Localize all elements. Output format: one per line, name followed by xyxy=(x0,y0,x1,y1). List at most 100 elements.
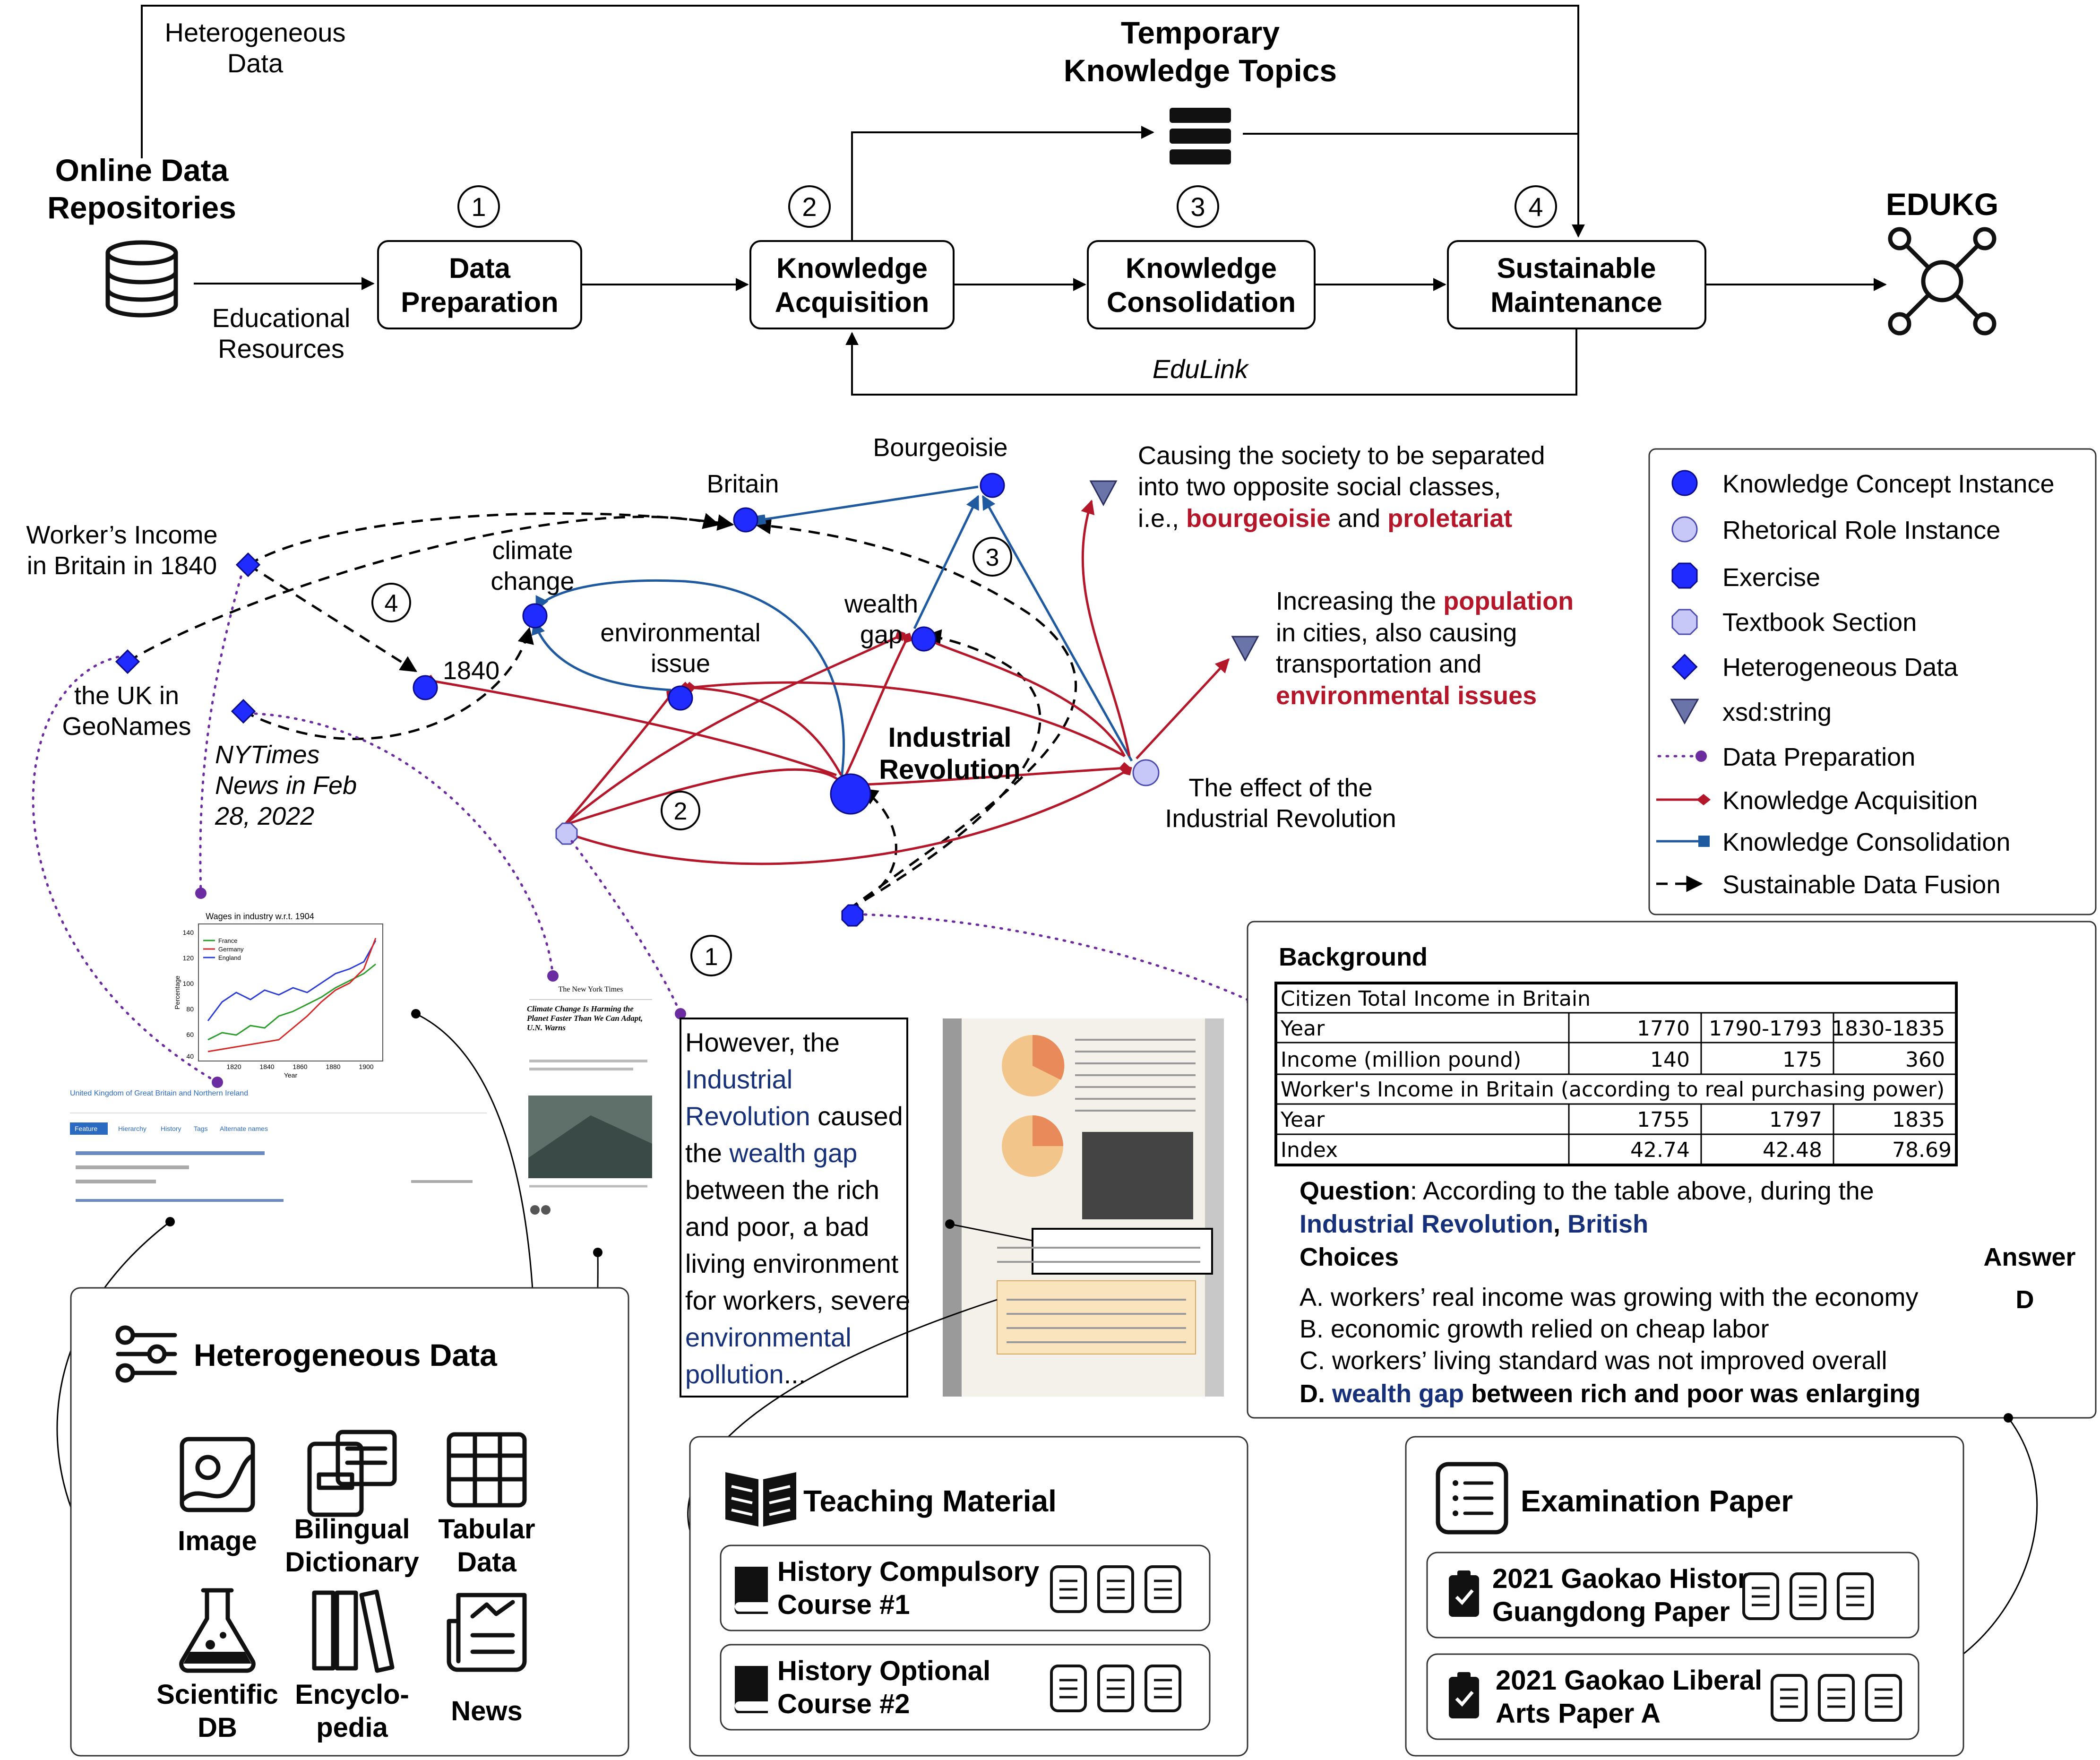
heterogeneous-data-label-1: Heterogeneous xyxy=(165,17,346,47)
source-title-line1: Online Data xyxy=(55,153,229,188)
acquisition-effect-string2 xyxy=(1136,658,1230,759)
node-textbook-section xyxy=(555,822,578,845)
data-preparation-line1: Data xyxy=(449,252,511,284)
excerpt-pointer-dot xyxy=(945,1219,955,1229)
course-item-2-line2: Course #2 xyxy=(777,1689,910,1719)
legend-diamond-icon xyxy=(1671,654,1698,680)
string-1-line1: Causing the society to be separated xyxy=(1138,441,1545,470)
educational-resources-label-1: Educational xyxy=(212,303,351,333)
heterogeneous-data-flow xyxy=(141,5,1585,238)
exam-item-2-line2: Arts Paper A xyxy=(1496,1698,1661,1729)
knowledge-graph: 4 2 3 Britain Bourgeoisie climate change… xyxy=(26,433,1574,927)
book-highlight-box xyxy=(1032,1228,1213,1275)
source-title-line2: Repositories xyxy=(47,190,236,225)
node-exercise xyxy=(841,904,864,927)
node-1840 xyxy=(413,675,438,700)
chart-thumbnail: Wages in industry w.r.t. 1904 140 120 10… xyxy=(173,912,383,1079)
newspaper-icon xyxy=(447,1593,527,1672)
het-label-image: Image xyxy=(178,1526,257,1556)
thumb-xtick-2: 1860 xyxy=(293,1063,307,1070)
book-icon xyxy=(734,1567,768,1614)
course-item-1-box[interactable] xyxy=(720,1544,1211,1631)
course-item-2[interactable]: History Optional Course #2 xyxy=(720,1644,1211,1731)
thumb-geonames-tab-0: Feature xyxy=(75,1125,97,1132)
label-nytimes-2: News in Feb xyxy=(215,771,357,800)
server-stack-icon xyxy=(1170,108,1231,164)
document-icons xyxy=(1771,1674,1902,1722)
label-wealth-gap-1: wealth xyxy=(844,590,918,618)
nytimes-thumbnail: The New York Times Climate Change Is Har… xyxy=(527,985,652,1215)
thumb-geonames-heading: United Kingdom of Great Britain and Nort… xyxy=(70,1089,248,1097)
node-effect-of-ir xyxy=(1132,759,1160,786)
thumb-xtick-0: 1820 xyxy=(226,1063,241,1070)
string-1-line3: i.e., bourgeoisie and proletariat xyxy=(1138,504,1512,533)
node-environmental-issue xyxy=(668,685,693,711)
string-2-line1: Increasing the population xyxy=(1276,587,1574,615)
exercise-question-line2: Industrial Revolution, British xyxy=(1300,1210,1648,1238)
exam-item-2[interactable]: 2021 Gaokao Liberal Arts Paper A xyxy=(1426,1653,1919,1740)
thumb-ytick-2: 100 xyxy=(183,980,194,987)
label-uk-geonames-2: GeoNames xyxy=(62,712,191,741)
exercise-table-text: Citizen Total Income in Britain Year 177… xyxy=(1280,987,1952,1162)
node-uk-geonames xyxy=(115,649,140,674)
acquisition-section-env xyxy=(564,690,676,826)
legend-rhetorical-role-icon xyxy=(1671,516,1698,543)
step-3-circle xyxy=(1177,185,1219,228)
fusion-uk-britain xyxy=(127,513,720,663)
prep-link-nytimes xyxy=(254,712,554,977)
book-page-edge xyxy=(1205,1018,1224,1397)
exam-item-1[interactable]: 2021 Gaokao History Guangdong Paper xyxy=(1426,1552,1919,1639)
node-string-2 xyxy=(1231,636,1259,662)
knowledge-consolidation-line2: Consolidation xyxy=(1107,286,1296,318)
legend-box xyxy=(1648,448,2097,915)
exam-panel-title[interactable]: Examination Paper xyxy=(1521,1484,1793,1518)
knowledge-acquisition-line2: Acquisition xyxy=(775,286,930,318)
teaching-panel-title[interactable]: Teaching Material xyxy=(803,1484,1057,1518)
exercise-choice-d: D. wealth gap between rich and poor was … xyxy=(1300,1380,1920,1408)
heterogeneous-panel-box xyxy=(70,1287,629,1757)
consolidation-ir-climate xyxy=(535,579,845,780)
label-workers-income-1: Worker’s Income xyxy=(26,521,217,549)
course-item-2-box[interactable] xyxy=(720,1644,1211,1731)
data-preparation-line2: Preparation xyxy=(401,286,558,318)
node-workers-income xyxy=(235,552,261,578)
label-wealth-gap-2: gap xyxy=(860,621,903,649)
acquisition-effect-env xyxy=(684,681,1126,758)
fusion-exercise-ir xyxy=(847,788,897,911)
het-label-encyclopedia-1: Encyclo- xyxy=(295,1679,409,1710)
legend-textbook-icon xyxy=(1671,609,1698,635)
book-text-lines xyxy=(997,1039,1200,1343)
step-3-num: 3 xyxy=(1190,192,1205,222)
thumb-ytick-0: 140 xyxy=(183,929,194,936)
het-label-encyclopedia-2: pedia xyxy=(316,1712,388,1743)
node-nytimes xyxy=(231,699,256,724)
label-effect-of-ir-2: Industrial Revolution xyxy=(1165,804,1396,833)
book-pie-2-slice xyxy=(1033,1115,1063,1146)
legend-label-8: Knowledge Consolidation xyxy=(1722,828,2010,856)
legend-label-2: Exercise xyxy=(1722,563,1820,592)
legend-label-3: Textbook Section xyxy=(1722,608,1917,637)
het-label-scientific-1: Scientific xyxy=(156,1679,278,1710)
excerpt-pointer xyxy=(949,1223,1033,1242)
educational-resources-label-2: Resources xyxy=(218,334,344,363)
thumb-chart-title: Wages in industry w.r.t. 1904 xyxy=(206,912,314,921)
legend-red-diamond-icon xyxy=(1696,794,1711,805)
thumb-xtick-1: 1840 xyxy=(259,1063,274,1070)
prep-dot-geonames xyxy=(212,1077,223,1088)
fusion-income-britain xyxy=(247,512,734,566)
acquisition-section-ir xyxy=(564,768,846,826)
legend-exercise-icon xyxy=(1671,562,1698,589)
filter-list-icon xyxy=(115,1325,177,1383)
exam-item-1-line2: Guangdong Paper xyxy=(1492,1596,1730,1627)
books-icon xyxy=(312,1589,395,1673)
consolidation-wealth-bourgeoisie xyxy=(913,495,980,630)
course-item-1[interactable]: History Compulsory Course #1 xyxy=(720,1544,1211,1631)
exercise-question: Question: According to the table above, … xyxy=(1300,1177,1874,1205)
label-climate-change-2: change xyxy=(491,567,574,595)
thumb-geonames-tab-3: Tags xyxy=(194,1125,208,1132)
node-bourgeoisie xyxy=(980,473,1005,498)
exercise-answer-label: Answer xyxy=(1983,1243,2075,1271)
step-1-circle xyxy=(457,185,500,228)
thumb-chart-xlabel: Year xyxy=(284,1071,298,1079)
legend: Knowledge Concept Instance Rhetorical Ro… xyxy=(1648,448,2097,915)
